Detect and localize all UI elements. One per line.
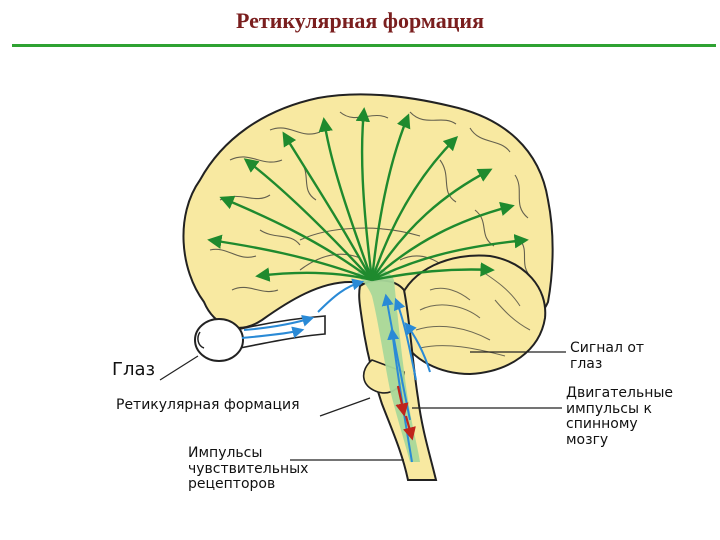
label-motor-impulses: Двигательные импульсы к спинному мозгу	[566, 386, 673, 449]
label-eye-signal: Сигнал от глаз	[570, 341, 644, 372]
eye-ball	[195, 319, 243, 361]
label-eye: Глаз	[112, 360, 155, 380]
label-reticular-formation: Ретикулярная формация	[116, 398, 300, 414]
label-sensory-impulses: Импульсы чувствительных рецепторов	[188, 446, 308, 493]
